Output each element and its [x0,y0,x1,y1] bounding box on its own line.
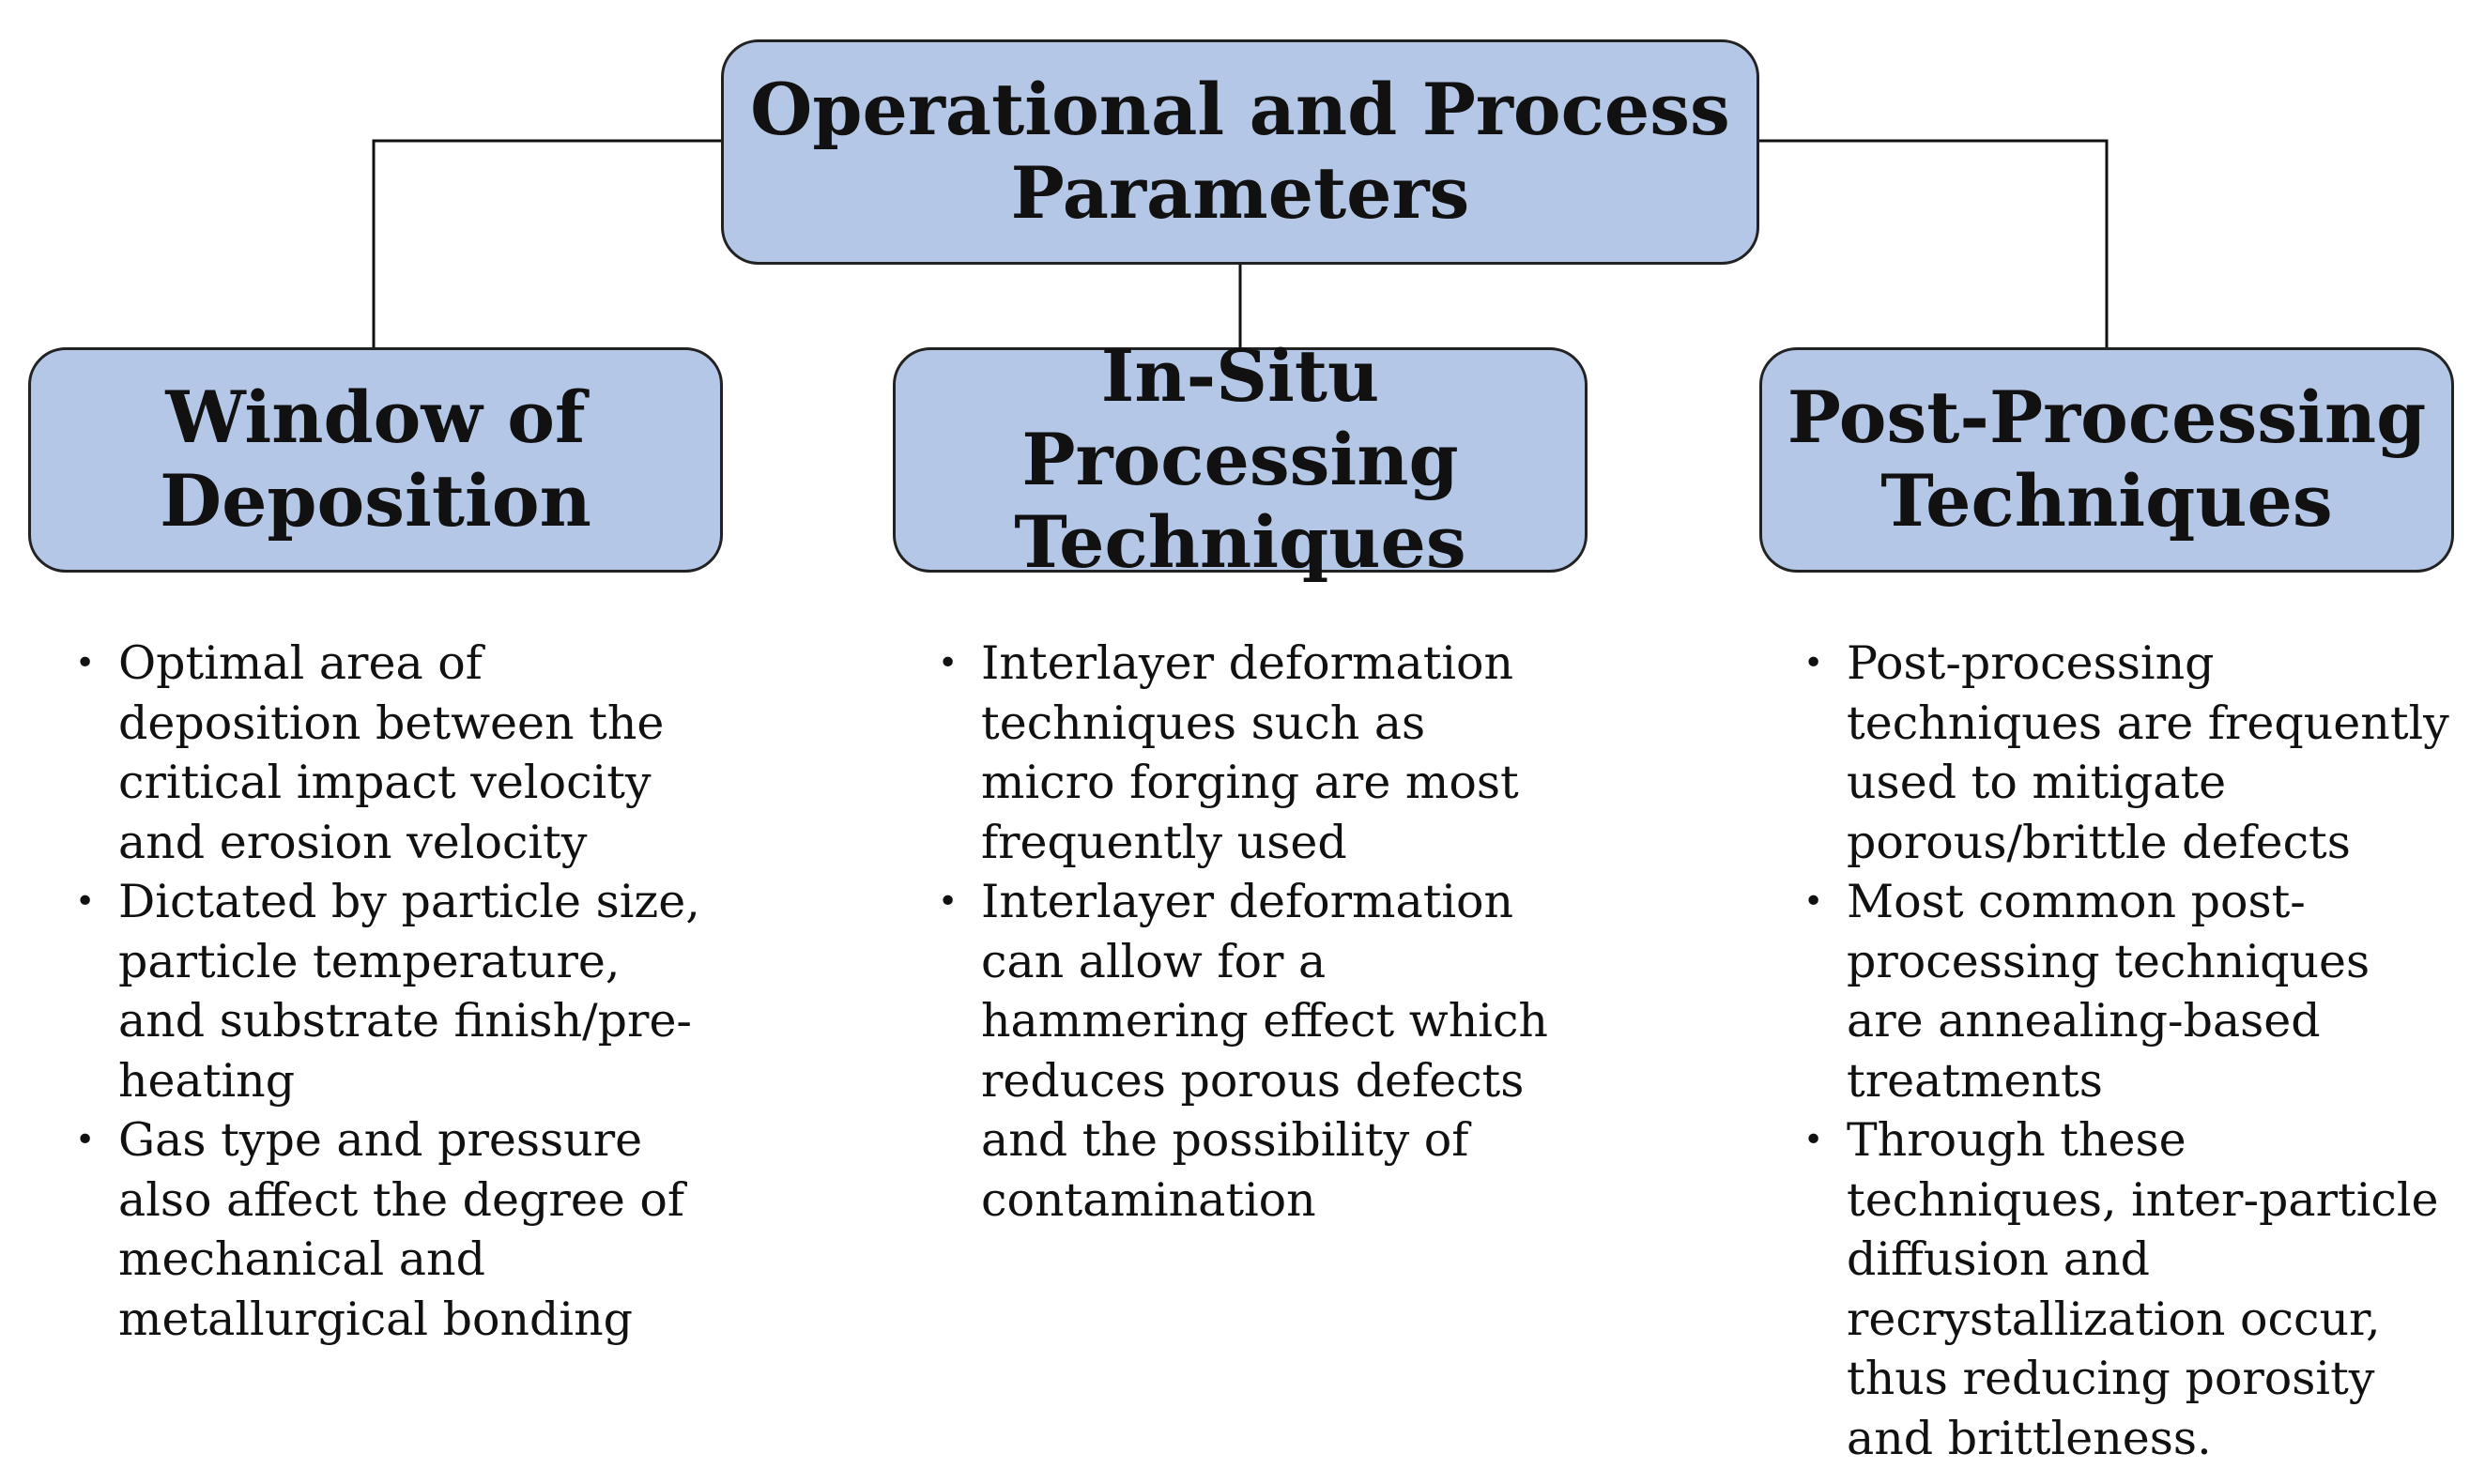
node-title-line-1: In-Situ Processing [1021,333,1459,501]
node-title-line-1: Post-Processing [1787,375,2427,460]
root-node-title: Operational and Process Parameters [750,68,1730,236]
bullet-item: Most common post-processing techniques a… [1781,872,2457,1110]
bullet-item: Gas type and pressure also affect the de… [53,1110,710,1349]
node-title-line-2: Techniques [1014,500,1466,585]
node-post-processing: Post-Processing Techniques [1759,347,2454,573]
root-title-line-2: Parameters [1010,151,1470,235]
bullet-item: Interlayer deformation techniques such a… [915,634,1573,872]
connector-root-to-post [1759,139,2109,347]
bullet-item: Through these techniques, inter-particle… [1781,1110,2457,1468]
bullet-list-in-situ-processing: Interlayer deformation techniques such a… [915,634,1573,1230]
bullet-item: Dictated by particle size, particle temp… [53,872,710,1110]
node-in-situ-processing: In-Situ Processing Techniques [893,334,1588,584]
node-title: Post-Processing Techniques [1787,375,2427,543]
root-title-line-1: Operational and Process [750,68,1730,152]
node-title: Window of Deposition [160,375,591,543]
bullet-list-window-of-deposition: Optimal area of deposition between the c… [53,634,710,1349]
node-window-of-deposition: Window of Deposition [28,347,723,573]
bullet-list-post-processing: Post-processing techniques are frequentl… [1781,634,2457,1468]
root-node-operational-parameters: Operational and Process Parameters [721,39,1759,265]
node-title-line-2: Techniques [1880,459,2333,543]
node-title-line-1: Window of [165,375,586,460]
node-title: In-Situ Processing Techniques [909,333,1572,586]
node-title-line-2: Deposition [160,459,591,543]
connector-root-to-window [372,139,721,347]
bullet-item: Interlayer deformation can allow for a h… [915,872,1573,1230]
bullet-item: Optimal area of deposition between the c… [53,634,710,872]
bullet-item: Post-processing techniques are frequentl… [1781,634,2457,872]
